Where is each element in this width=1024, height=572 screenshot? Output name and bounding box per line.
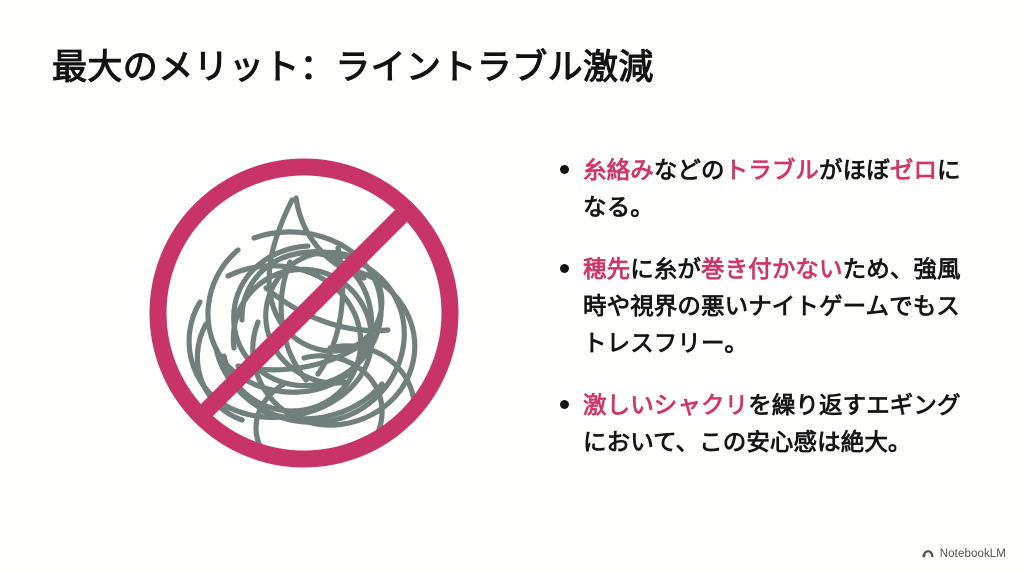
page-title: 最大のメリット：ライントラブル激減 xyxy=(52,48,654,88)
bullet-marker-icon xyxy=(560,400,569,410)
bullet-1-segment-3: がほぼ xyxy=(819,156,890,184)
bullet-2-segment-1: に糸が xyxy=(630,255,702,284)
bullet-marker-icon xyxy=(560,165,569,174)
bullet-text-2: 穂先に糸が巻き付かないため、強風時や視界の悪いナイトゲームでもストレスフリー。 xyxy=(583,251,978,361)
no-line-tangle-illustration xyxy=(142,152,466,474)
bullet-1-segment-2: トラブル xyxy=(724,156,820,184)
bullet-3-segment-1: を繰り返すエギングにおいて、この安心感は絶大。 xyxy=(583,391,961,456)
bullet-list: 糸絡みなどのトラブルがほぼゼロになる。 穂先に糸が巻き付かないため、強風時や視界… xyxy=(560,152,978,461)
bullet-text-1: 糸絡みなどのトラブルがほぼゼロになる。 xyxy=(583,152,978,225)
bullet-text-3: 激しいシャクリを繰り返すエギングにおいて、この安心感は絶大。 xyxy=(583,387,978,460)
bullet-3-segment-0: 激しいシャクリ xyxy=(583,391,749,420)
list-item: 糸絡みなどのトラブルがほぼゼロになる。 xyxy=(560,152,978,225)
bullet-marker-icon xyxy=(560,264,569,274)
notebooklm-icon xyxy=(921,547,935,561)
bullet-1-segment-1: などの xyxy=(653,156,725,184)
notebooklm-watermark: NotebookLM xyxy=(921,547,1006,561)
list-item: 穂先に糸が巻き付かないため、強風時や視界の悪いナイトゲームでもストレスフリー。 xyxy=(560,251,978,361)
bullet-2-segment-2: 巻き付かない xyxy=(701,255,843,284)
bullet-2-segment-0: 穂先 xyxy=(583,255,631,284)
bullet-1-segment-4: ゼロ xyxy=(889,156,938,184)
bullet-1-segment-0: 糸絡み xyxy=(583,156,654,184)
bullet-2-segment-3: ため、強風時や視界の悪いナイトゲームでもストレスフリー。 xyxy=(583,255,961,357)
notebooklm-label: NotebookLM xyxy=(939,548,1006,560)
list-item: 激しいシャクリを繰り返すエギングにおいて、この安心感は絶大。 xyxy=(560,387,978,460)
bullet-1-segment-5: になる。 xyxy=(583,156,961,221)
